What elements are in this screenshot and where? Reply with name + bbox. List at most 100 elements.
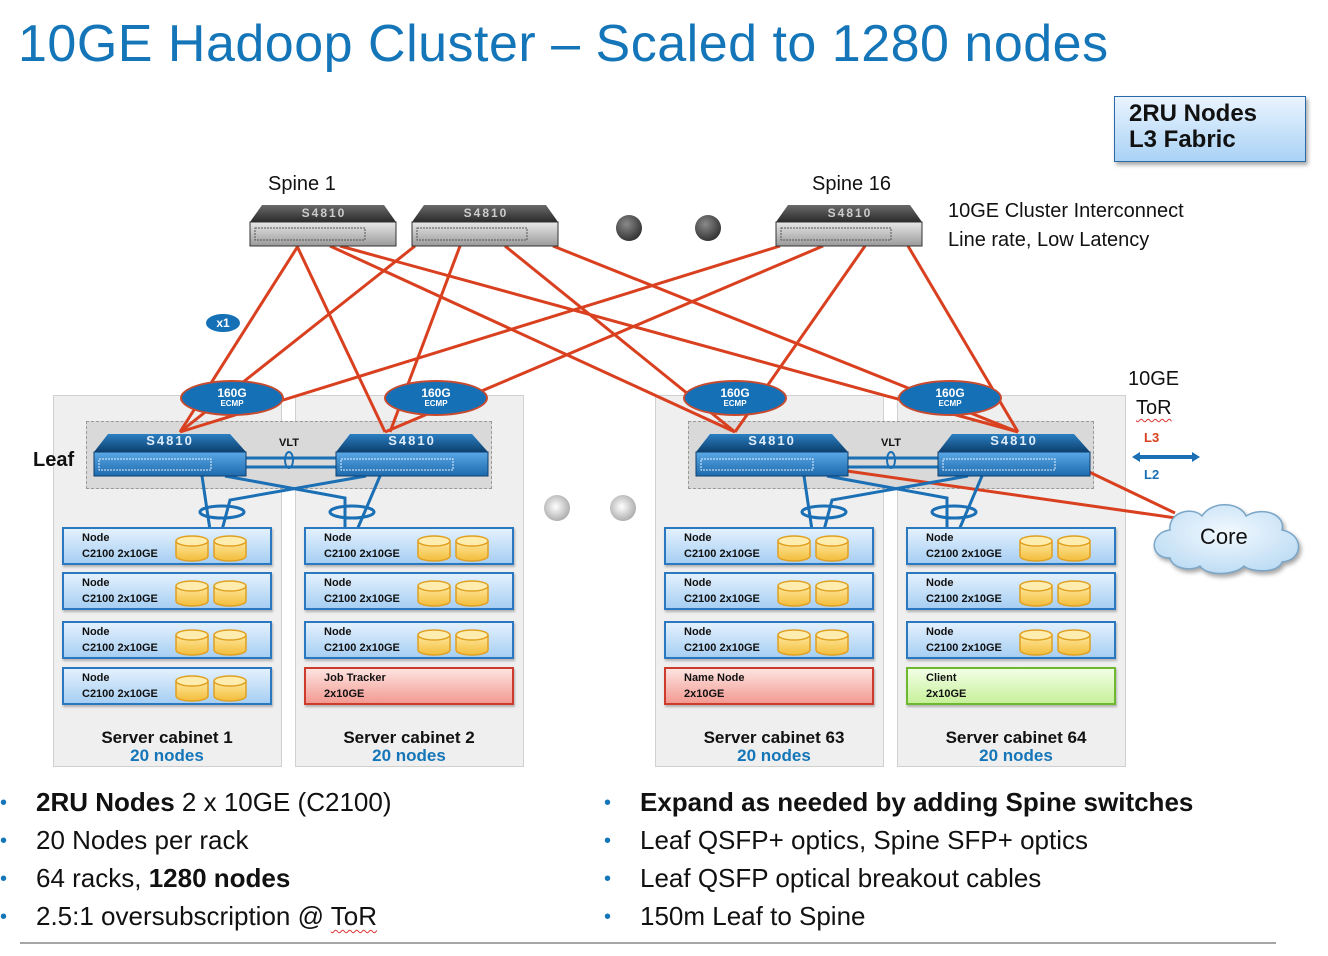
tor-legend-line-1: 10GE <box>1128 368 1180 390</box>
ecmp-bandwidth: 160G <box>935 386 965 400</box>
disk-icon <box>175 675 247 702</box>
cabinet-name: Server cabinet 1 <box>101 728 233 747</box>
l3-l2-arrow-icon <box>1132 452 1200 462</box>
disk-icon <box>1018 579 1094 610</box>
bullet-list-right: •Expand as needed by adding Spine switch… <box>604 784 1193 936</box>
cabinet-node-count: 20 nodes <box>979 746 1053 765</box>
link-count-badge: x1 <box>206 314 240 332</box>
bullet-text: Leaf QSFP+ optics, Spine SFP+ optics <box>640 825 1089 855</box>
link-s1-leaf2 <box>295 245 387 433</box>
ellipsis-dot-icon <box>695 215 721 241</box>
l2-legend-label: L2 <box>1144 467 1160 482</box>
node-title: Job Tracker <box>324 672 386 684</box>
bullet-bold: 2RU Nodes <box>36 787 175 817</box>
node-spec: C2100 2x10GE <box>684 548 760 560</box>
bullet-text: 2 x 10GE (C2100) <box>174 787 392 817</box>
ellipsis-dot-icon <box>544 495 570 521</box>
leaf-label: Leaf <box>33 449 75 471</box>
disk-icon <box>1019 535 1091 562</box>
disk-icon <box>1018 534 1094 565</box>
ecmp-label: ECMP <box>938 399 962 408</box>
node-title: Node <box>82 626 110 638</box>
bullet-item: •Expand as needed by adding Spine switch… <box>604 787 1194 817</box>
spine-switch-2 <box>411 205 559 247</box>
core-label: Core <box>1200 524 1248 549</box>
leaf-2-model: S4810 <box>388 433 436 448</box>
bullet-item: •2RU Nodes 2 x 10GE (C2100) <box>0 787 392 817</box>
disk-icon <box>776 534 852 565</box>
vlt-label-left: VLT <box>279 437 299 449</box>
leaf-4-model: S4810 <box>990 433 1038 448</box>
leaf-switch-3 <box>695 434 849 477</box>
ecmp-bandwidth: 160G <box>720 386 750 400</box>
l2-links <box>198 451 984 531</box>
cabinet-node-count: 20 nodes <box>130 746 204 765</box>
bullet-item: •64 racks, 1280 nodes <box>0 863 291 893</box>
cabinet-name: Server cabinet 63 <box>703 728 845 747</box>
node-spec: C2100 2x10GE <box>82 593 158 605</box>
disk-icon <box>776 628 852 659</box>
disk-icon <box>1019 629 1091 656</box>
node-spec: C2100 2x10GE <box>684 642 760 654</box>
badge-line-1: 2RU Nodes <box>1129 100 1258 127</box>
bullet-tor: ToR <box>330 901 377 931</box>
tor-legend-tor: ToR <box>1136 397 1172 419</box>
bullet-text: 150m Leaf to Spine <box>640 901 866 931</box>
node-spec: C2100 2x10GE <box>82 688 158 700</box>
disk-icon <box>174 674 250 705</box>
ecmp-label: ECMP <box>424 399 448 408</box>
node-title: Node <box>324 577 352 589</box>
spine-switch-1 <box>249 205 397 247</box>
ecmp-bandwidth: 160G <box>421 386 451 400</box>
disk-icon <box>417 580 489 607</box>
node-title: Node <box>684 532 712 544</box>
bullet-item: •20 Nodes per rack <box>0 825 249 855</box>
footer-divider <box>20 942 1276 944</box>
hadoop-master-node: Name Node 2x10GE <box>664 667 874 705</box>
core-cloud-icon <box>1153 504 1300 575</box>
leaf-switch-4 <box>937 434 1091 477</box>
node-spec: C2100 2x10GE <box>926 593 1002 605</box>
node-spec: C2100 2x10GE <box>324 642 400 654</box>
disk-icon <box>417 629 489 656</box>
node-title: Node <box>926 626 954 638</box>
ellipsis-dot-icon <box>616 215 642 241</box>
bullet-item: •2.5:1 oversubscription @ ToR <box>0 901 377 931</box>
ellipsis-dot-icon <box>610 495 636 521</box>
ecmp-label: ECMP <box>723 399 747 408</box>
l3-links <box>178 244 1191 522</box>
node-spec: C2100 2x10GE <box>926 642 1002 654</box>
bullet-item: •Leaf QSFP+ optics, Spine SFP+ optics <box>604 825 1089 855</box>
cabinet-node-count: 20 nodes <box>372 746 446 765</box>
node-title: Node <box>82 672 110 684</box>
spine-1-label: Spine 1 <box>268 173 336 195</box>
leaf-switch-2 <box>335 434 489 477</box>
node-title: Client <box>926 672 957 684</box>
node-title: Node <box>926 577 954 589</box>
node-title: Name Node <box>684 672 745 684</box>
link-core-1 <box>839 468 1191 522</box>
spine-1-model: S4810 <box>301 206 347 220</box>
leaf-3-model: S4810 <box>748 433 796 448</box>
node-spec: 2x10GE <box>684 688 725 700</box>
disk-icon <box>175 580 247 607</box>
disk-icon <box>174 579 250 610</box>
disk-icon <box>777 535 849 562</box>
leaf-1-model: S4810 <box>146 433 194 448</box>
node-title: Node <box>324 532 352 544</box>
slide-title: 10GE Hadoop Cluster – Scaled to 1280 nod… <box>18 15 1109 73</box>
bullet-text: 64 racks, <box>36 863 149 893</box>
interconnect-line-2: Line rate, Low Latency <box>948 229 1150 251</box>
cabinet-name: Server cabinet 2 <box>343 728 475 747</box>
